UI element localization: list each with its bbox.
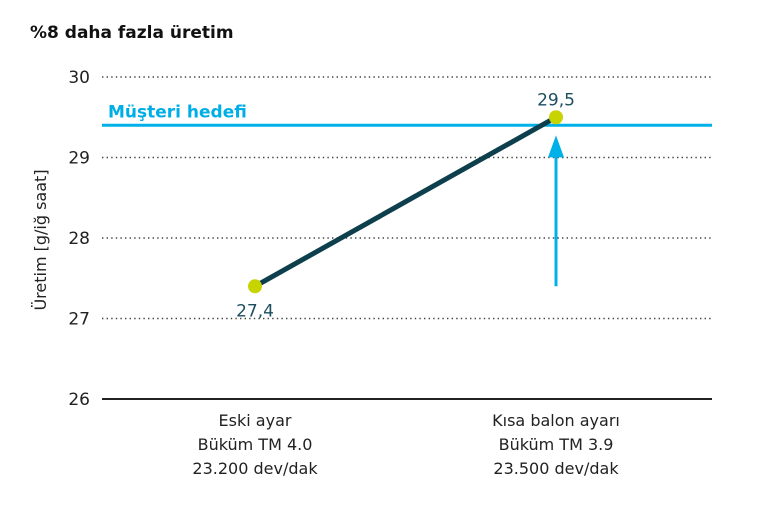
chart-title: %8 daha fazla üretim: [30, 23, 234, 43]
data-label: 29,5: [537, 90, 575, 110]
x-category-label: Eski ayar: [219, 411, 292, 430]
x-category-label: Kısa balon ayarı: [492, 411, 620, 430]
x-category-label: 23.500 dev/dak: [493, 459, 619, 478]
series-group: 27,4 29,5: [236, 90, 575, 321]
reference-line-group: Müşteri hedefi: [102, 102, 712, 127]
x-category-label: Büküm TM 4.0: [198, 435, 313, 454]
x-category-label: Büküm TM 3.9: [499, 435, 614, 454]
x-category-label: 23.200 dev/dak: [192, 459, 318, 478]
y-tick-label: 28: [68, 229, 90, 249]
data-label: 27,4: [236, 301, 274, 321]
y-tick-label: 29: [68, 149, 90, 169]
data-point: [549, 110, 563, 125]
data-point: [248, 279, 262, 294]
y-tick-label: 30: [68, 68, 90, 88]
series-line: [253, 115, 558, 289]
y-axis-label: Üretim [g/iğ saat]: [31, 169, 50, 310]
annotation-arrow-group: [548, 135, 564, 287]
gridlines: [102, 76, 712, 400]
y-tick-label: 26: [68, 390, 90, 410]
annotation-arrow-head: [548, 135, 564, 158]
y-tick-label: 27: [68, 310, 90, 330]
reference-line-label: Müşteri hedefi: [108, 102, 247, 122]
y-tick-labels: 26 27 28 29 30: [68, 68, 90, 410]
